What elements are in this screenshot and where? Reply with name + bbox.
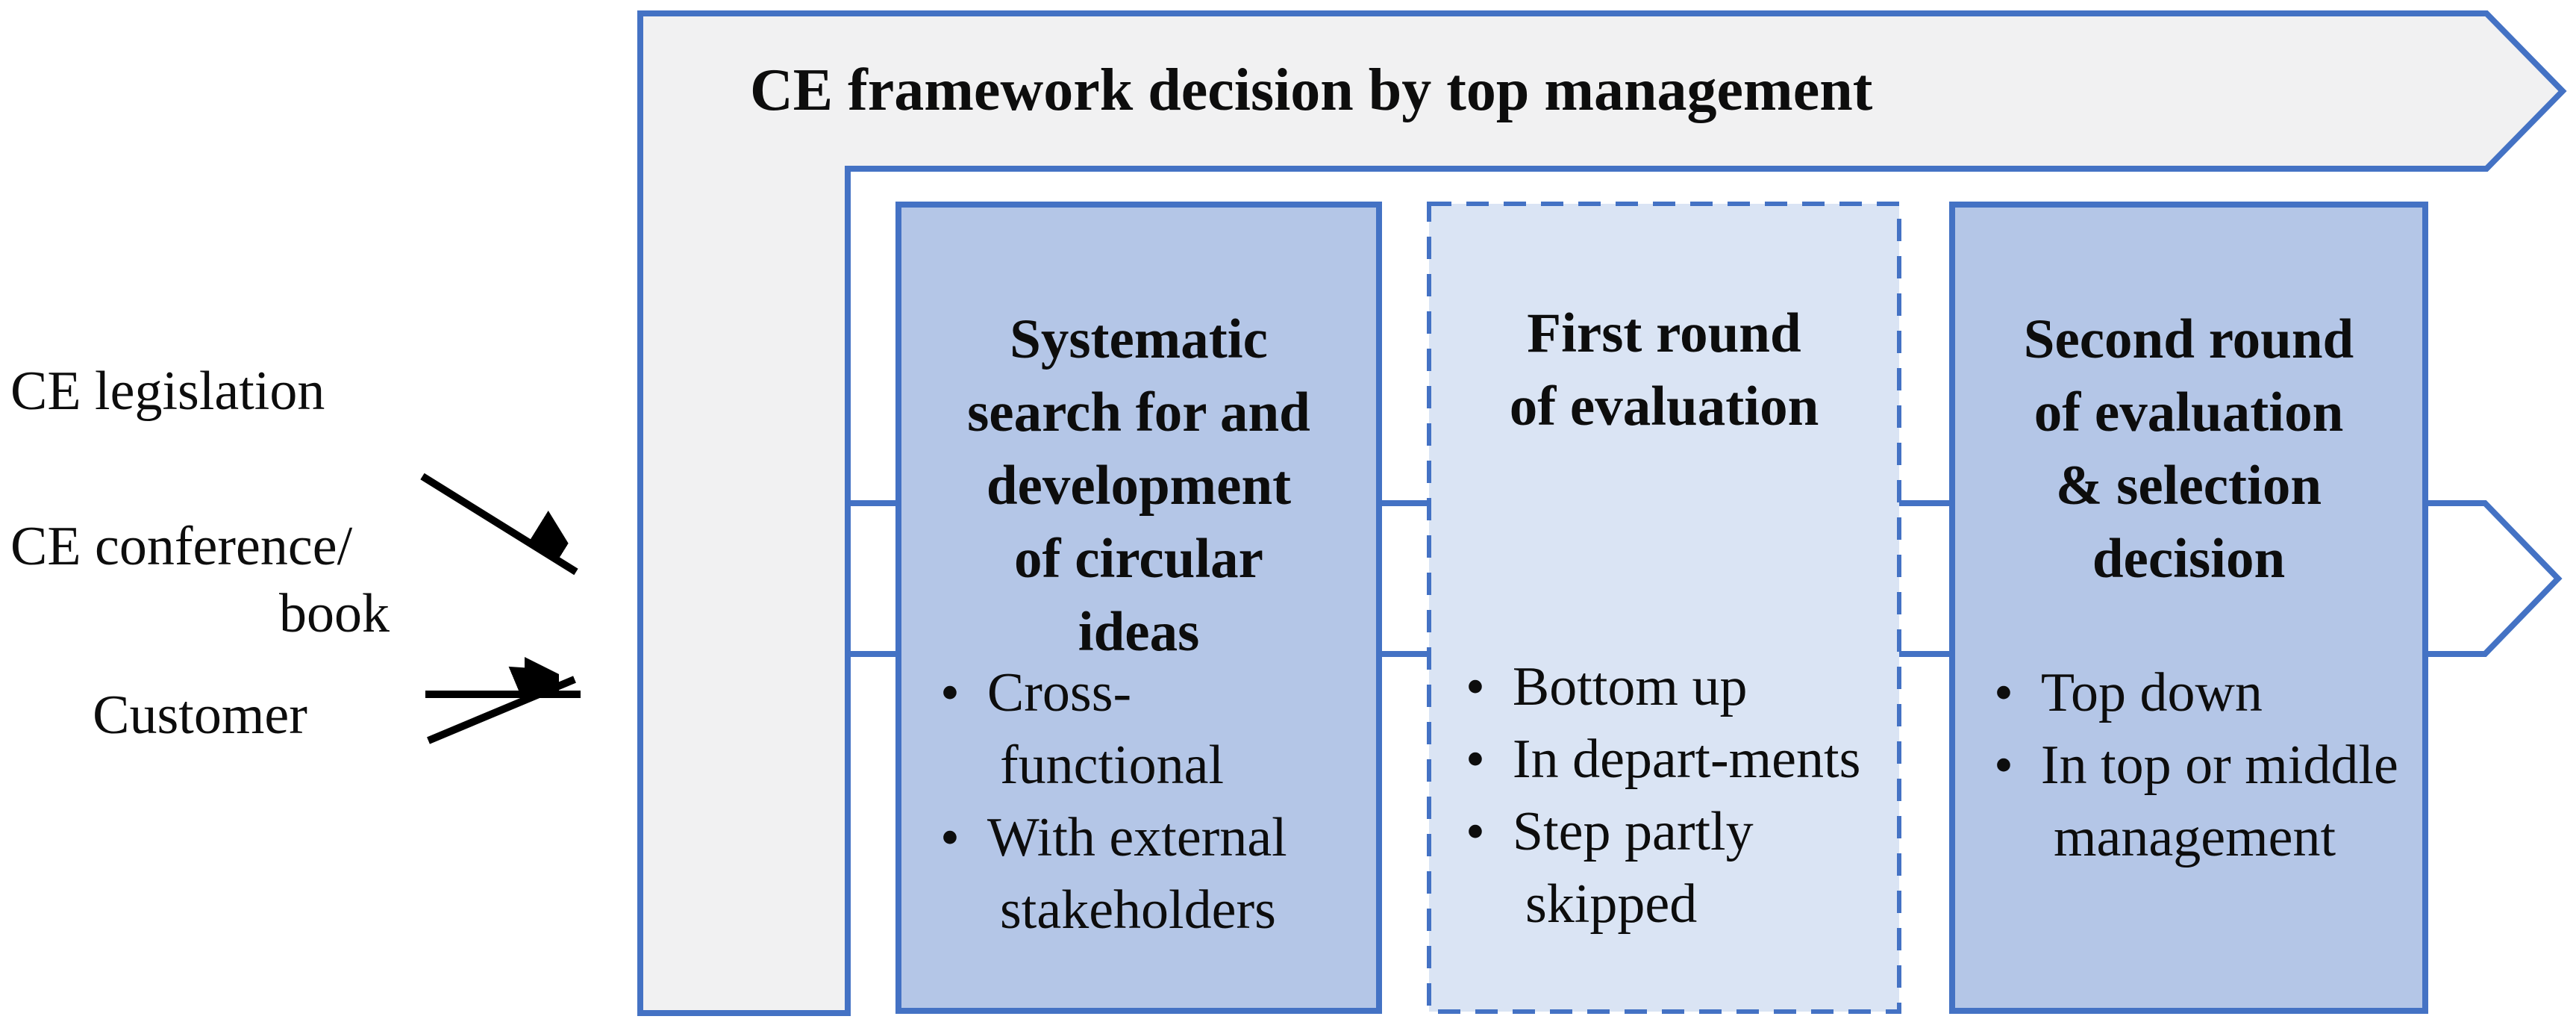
step-bullet-list: Cross-functional With external stakehold… <box>940 657 1355 947</box>
input-label-book: book <box>279 583 390 644</box>
input-arrow-customer <box>427 679 576 744</box>
step-title-line: of evaluation <box>1509 376 1819 437</box>
bullet-item: Step partly skipped <box>1466 796 1881 941</box>
bullet-item: With external stakeholders <box>940 802 1355 947</box>
bullet-item: Cross-functional <box>940 657 1355 802</box>
input-label-customer: Customer <box>93 685 307 746</box>
step-title: Systematic search for and development of… <box>901 303 1376 669</box>
step-title: First round of evaluation <box>1427 297 1901 443</box>
bullet-item: Bottom up <box>1466 651 1881 723</box>
step-title-line: ideas <box>1078 601 1200 663</box>
step-title-line: of circular <box>1014 528 1263 590</box>
banner-arrow-shape <box>637 10 2567 1016</box>
step-box-second-round-evaluation: Second round of evaluation & selection d… <box>1949 202 2428 1014</box>
step-box-systematic-search: Systematic search for and development of… <box>895 202 1382 1014</box>
step-title-line: search for and <box>967 381 1310 443</box>
bullet-item: In depart-ments <box>1466 723 1881 796</box>
step-title-line: Second round <box>2023 308 2354 370</box>
step-title: Second round of evaluation & selection d… <box>1955 303 2422 596</box>
step-title-line: of evaluation <box>2033 381 2344 443</box>
bullet-item: Top down <box>1994 657 2401 729</box>
step-bullet-list: Bottom up In depart-ments Step partly sk… <box>1466 651 1881 941</box>
step-bullet-list: Top down In top or middle management <box>1994 657 2401 874</box>
bullet-item: In top or middle management <box>1994 729 2401 874</box>
step-title-line: & selection <box>2055 455 2322 517</box>
step-box-first-round-evaluation: First round of evaluation Bottom up In d… <box>1427 202 1901 1014</box>
input-label-ce-legislation: CE legislation <box>10 361 325 422</box>
process-flow-arrow <box>848 500 2563 657</box>
step-title-line: decision <box>2092 528 2286 590</box>
step-title-line: development <box>986 455 1292 517</box>
step-title-line: Systematic <box>1010 308 1268 370</box>
banner-title: CE framework decision by top management <box>750 57 1873 123</box>
input-label-ce-conference: CE conference/ <box>10 516 353 577</box>
input-arrow-legislation <box>420 473 578 576</box>
step-title-line: First round <box>1527 302 1801 364</box>
